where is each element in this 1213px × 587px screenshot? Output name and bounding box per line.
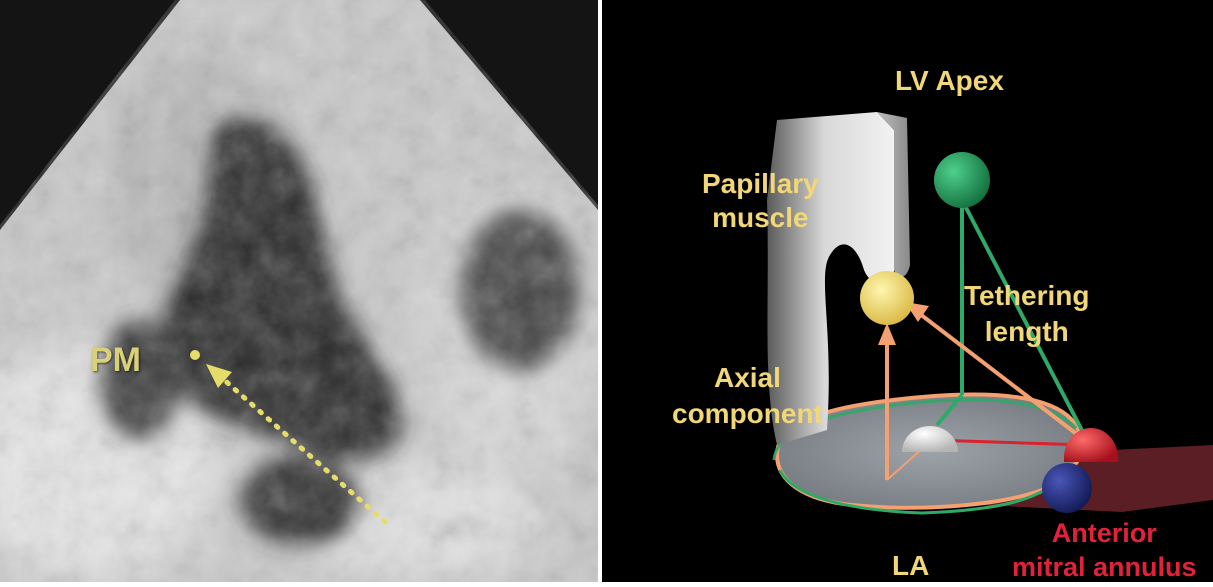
axial-label-line1: Axial bbox=[672, 364, 823, 392]
anterior-mitral-annulus-label: Anterior mitral annulus bbox=[1012, 520, 1197, 581]
papillary-label-line2: muscle bbox=[702, 204, 819, 232]
la-label: LA bbox=[892, 552, 929, 580]
pm-label: PM bbox=[90, 343, 141, 377]
lv-apex-sphere bbox=[934, 152, 990, 208]
pm-marker-dot bbox=[190, 350, 200, 360]
tethering-label-line1: Tethering bbox=[964, 282, 1089, 310]
echocardiogram-image bbox=[0, 0, 598, 582]
tethering-label-line2: length bbox=[964, 318, 1089, 346]
papillary-label-line1: Papillary bbox=[702, 170, 819, 198]
lv-apex-label: LV Apex bbox=[895, 67, 1004, 95]
papillary-muscle-label: Papillary muscle bbox=[702, 170, 819, 232]
tethering-diagram-panel: LV Apex Papillary muscle Tethering lengt… bbox=[602, 0, 1213, 582]
posterior-annulus-sphere bbox=[1042, 463, 1092, 513]
tethering-length-label: Tethering length bbox=[964, 282, 1089, 346]
axial-label-line2: component bbox=[672, 400, 823, 428]
anterior-label-line2: mitral annulus bbox=[1012, 554, 1197, 581]
anterior-label-line1: Anterior bbox=[1012, 520, 1197, 547]
echocardiogram-panel: PM bbox=[0, 0, 598, 582]
axial-component-label: Axial component bbox=[672, 364, 823, 428]
papillary-tip-sphere bbox=[860, 271, 914, 325]
